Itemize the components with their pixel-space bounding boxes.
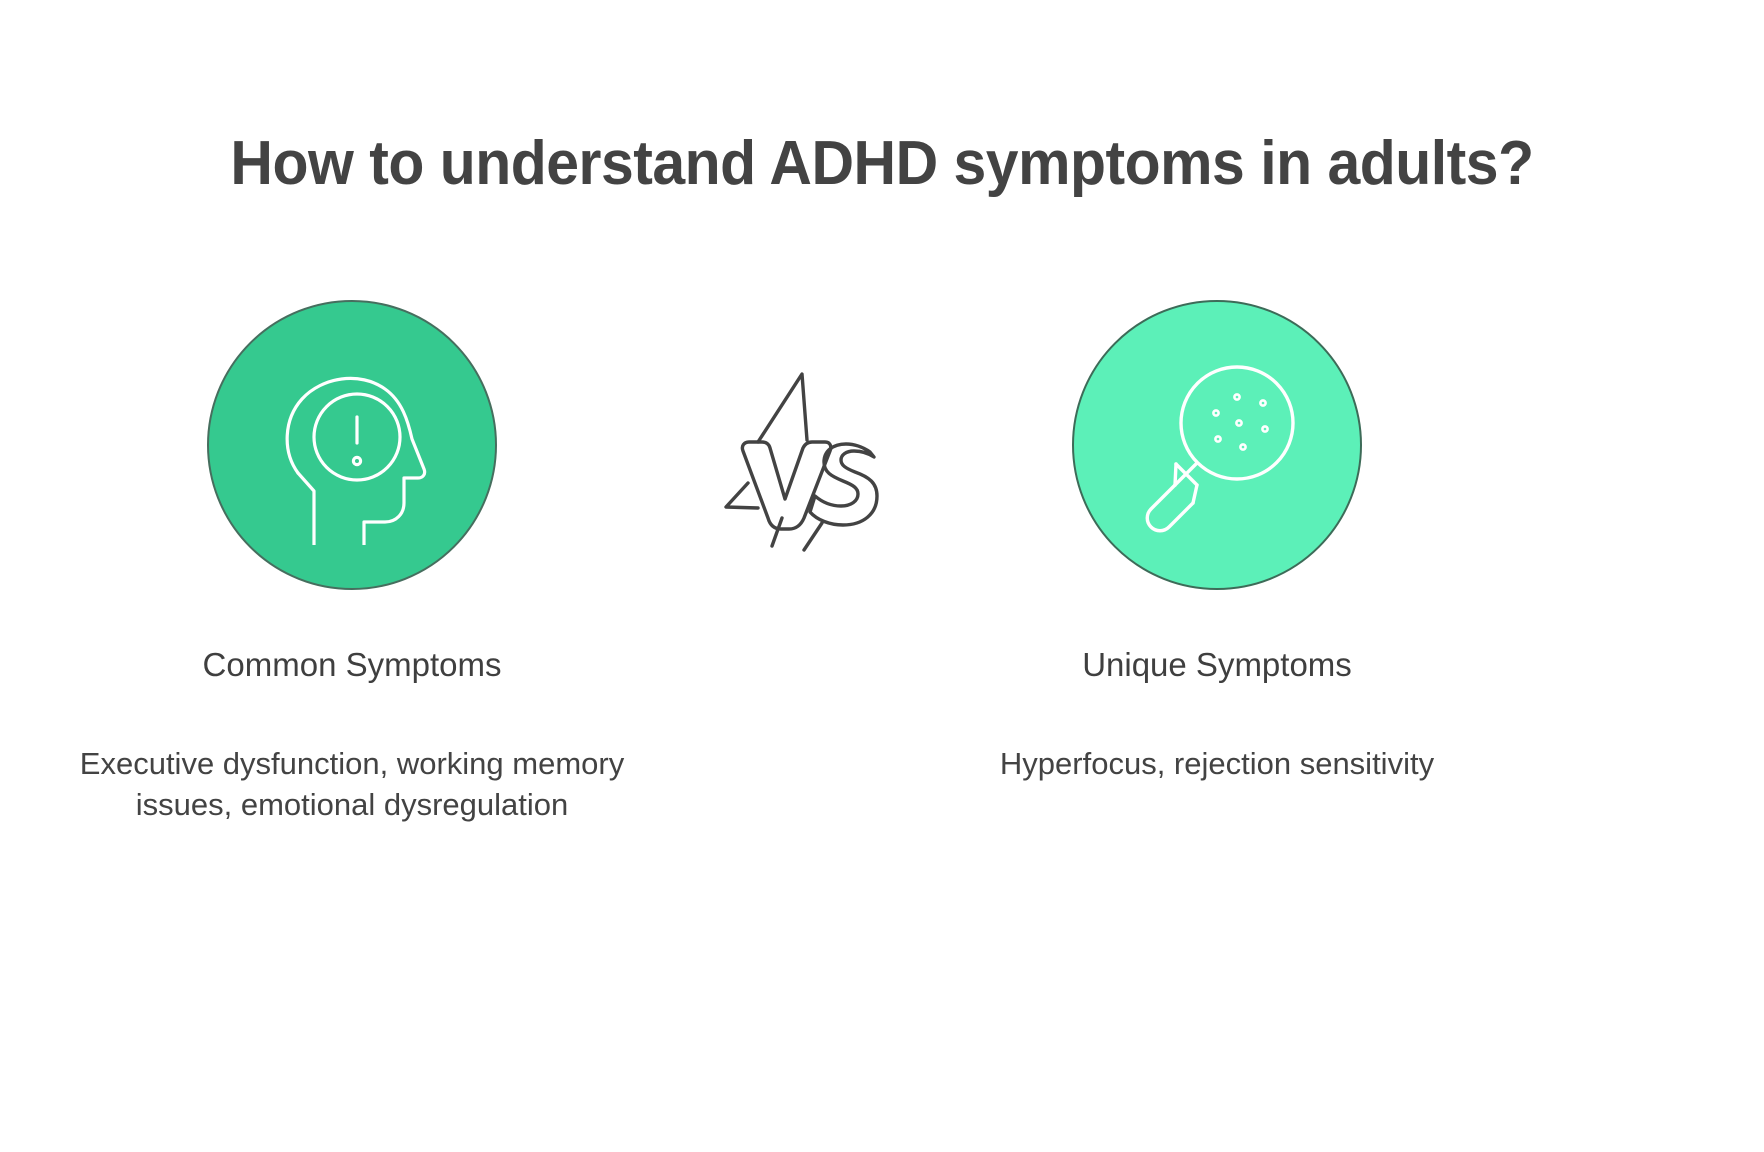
comparison-column-left: Common Symptoms Executive dysfunction, w… [32,300,672,825]
comparison-column-right: Unique Symptoms Hyperfocus, rejection se… [897,300,1537,784]
left-column-description: Executive dysfunction, working memory is… [79,745,625,822]
magnifying-glass-icon [1117,345,1317,545]
right-column-label: Unique Symptoms [1082,646,1352,683]
left-icon-circle [207,300,497,590]
right-icon-circle [1072,300,1362,590]
left-column-label: Common Symptoms [202,646,502,683]
page-title: How to understand ADHD symptoms in adult… [230,129,1534,198]
versus-separator [700,360,880,560]
head-profile-alert-icon [252,345,452,545]
right-column-description: Hyperfocus, rejection sensitivity [999,745,1435,781]
